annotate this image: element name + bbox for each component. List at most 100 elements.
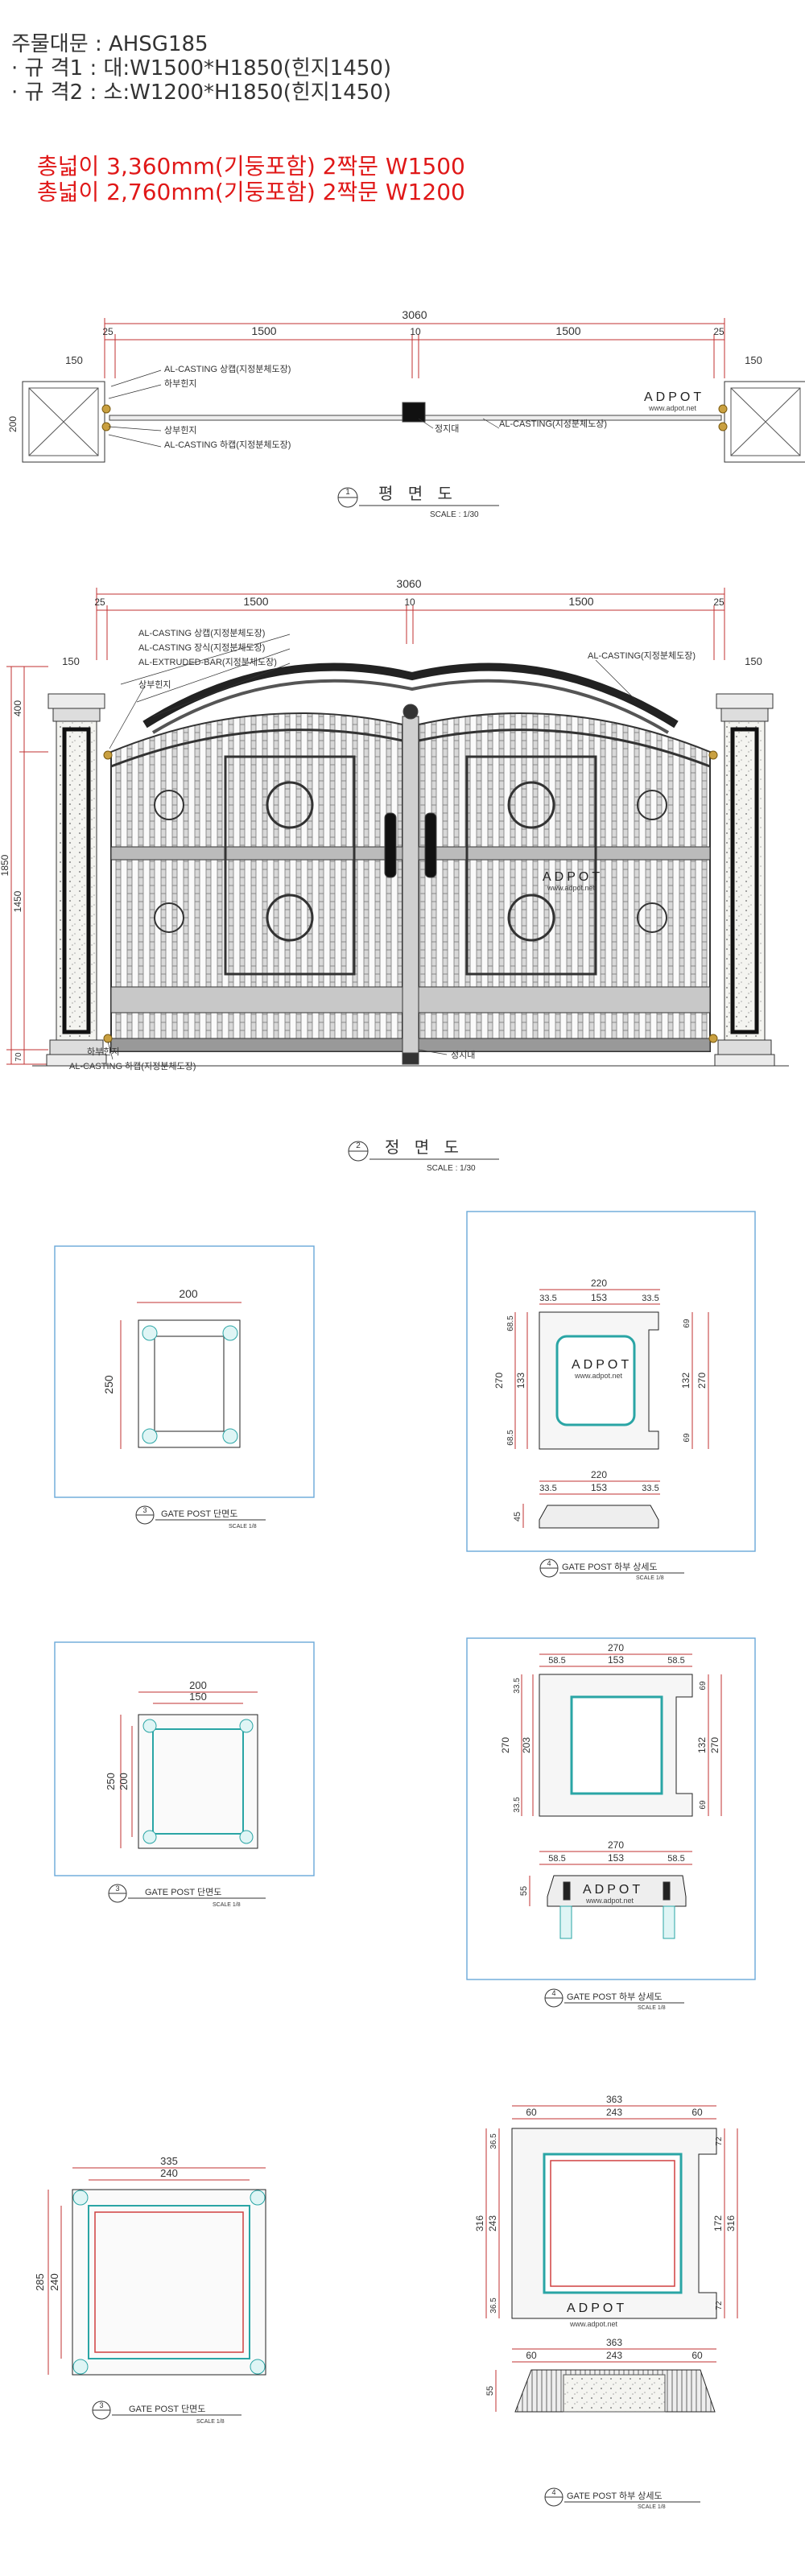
detail4-watermark-url: www.adpot.net (585, 1897, 634, 1905)
detail2-scale: SCALE 1/8 (636, 1575, 664, 1581)
detail6-watermark: ADPOT (567, 2301, 627, 2315)
detail5-width-outer: 335 (160, 2155, 178, 2167)
detail2-height-a: 68.5 (506, 1315, 515, 1331)
detail2-bottom-height: 45 (513, 1512, 522, 1521)
detail1-number: 3 (142, 1506, 147, 1514)
plan-label-casting-bottom: AL-CASTING 하캡(지정분체도장) (164, 439, 291, 450)
front-title: 정 면 도 (385, 1137, 464, 1157)
spec-line-1: · 규 격1 : 대:W1500*H1850(힌지1450) (11, 56, 392, 80)
detail6-number: 4 (551, 2488, 555, 2496)
detail3-scale: SCALE 1/8 (213, 1902, 241, 1908)
plan-post-right: 150 (745, 354, 762, 366)
front-label-2: AL-CASTING 장식(지정분체도장) (138, 642, 265, 653)
detail4-height-total: 270 (500, 1737, 511, 1753)
total-width-1500: 총넓이 3,360mm(기둥포함) 2짝문 W1500 (37, 153, 465, 180)
detail4-bottom-height: 55 (519, 1886, 529, 1896)
front-door-right: 1500 (568, 595, 593, 608)
front-left-gap: 25 (94, 597, 105, 608)
detail6-bottom-height: 55 (485, 2386, 495, 2396)
detail2-width-total: 220 (591, 1278, 607, 1289)
detail4-title: GATE POST 하부 상세도 (567, 1991, 663, 2002)
detail3-width-inner: 150 (189, 1690, 207, 1703)
detail6-bottom-b: 243 (606, 2350, 622, 2361)
detail2-number: 4 (547, 1559, 551, 1567)
plan-right-gap: 25 (713, 326, 724, 337)
detail6-right-c: 72 (715, 2301, 724, 2310)
detail2-right-a: 69 (683, 1319, 691, 1328)
front-height-main: 1450 (12, 890, 23, 912)
plan-label-lower-hinge: 하부힌지 (164, 378, 196, 389)
front-label-1: AL-CASTING 상캡(지정분체도장) (138, 628, 265, 638)
detail4-width-b: 153 (608, 1654, 624, 1666)
detail-post-section-1 (54, 1245, 315, 1525)
detail6-title: GATE POST 하부 상세도 (567, 2490, 663, 2501)
detail2-labels: 220 33.5 153 33.5 68.5 133 68.5 270 69 1… (493, 1278, 708, 1581)
detail-post-section-3 (47, 2167, 266, 2420)
product-title: 주물대문 : AHSG185 (11, 32, 208, 56)
front-center: 10 (404, 597, 415, 608)
plan-post-left: 150 (65, 354, 83, 366)
front-right-gap: 25 (713, 597, 724, 608)
detail5-title: GATE POST 단면도 (129, 2404, 205, 2414)
detail6-right-a: 72 (715, 2136, 724, 2146)
front-label-4: 상부힌지 (138, 679, 171, 690)
front-label-bottom: AL-CASTING 하캡(지정분체도장) (69, 1060, 196, 1071)
detail6-bottom-c: 60 (691, 2350, 703, 2361)
detail6-height-c: 36.5 (489, 2297, 498, 2314)
detail6-bottom-total: 363 (606, 2337, 622, 2348)
detail2-watermark-url: www.adpot.net (574, 1372, 623, 1380)
detail6-bottom-a: 60 (526, 2350, 537, 2361)
detail1-scale: SCALE 1/8 (229, 1524, 257, 1530)
detail3-title: GATE POST 단면도 (145, 1887, 221, 1897)
detail6-height-a: 36.5 (489, 2133, 498, 2149)
front-label-right: AL-CASTING(지정분체도장) (588, 650, 696, 661)
plan-title-number: 1 (345, 488, 350, 497)
detail2-height-total: 270 (493, 1373, 505, 1389)
plan-left-gap: 25 (102, 326, 114, 337)
plan-scale: SCALE : 1/30 (430, 510, 479, 519)
front-height-top: 400 (12, 700, 23, 716)
detail5-height-inner: 240 (48, 2273, 60, 2291)
detail4-bottom-b: 153 (608, 1852, 624, 1864)
detail6-width-a: 60 (526, 2107, 537, 2118)
detail2-title: GATE POST 하부 상세도 (562, 1561, 658, 1572)
front-door-left: 1500 (243, 595, 268, 608)
detail4-right-b: 132 (696, 1737, 708, 1753)
detail6-width-total: 363 (606, 2094, 622, 2105)
plan-labels: 3060 25 1500 10 1500 25 150 150 200 AL-C… (7, 308, 762, 519)
plan-label-upper-hinge: 상부힌지 (164, 425, 196, 436)
detail4-number: 4 (551, 1989, 555, 1997)
detail1-width: 200 (179, 1287, 198, 1300)
detail4-bottom-a: 58.5 (548, 1854, 565, 1864)
detail6-labels: 363 60 243 60 36.5 243 36.5 316 72 172 7… (474, 2094, 737, 2510)
detail6-watermark-url: www.adpot.net (569, 2320, 618, 2328)
detail5-width-inner: 240 (160, 2167, 178, 2179)
detail4-labels: 270 58.5 153 58.5 33.5 203 33.5 270 69 1… (500, 1642, 720, 2011)
front-total-dim: 3060 (396, 577, 421, 590)
detail2-width-c: 33.5 (642, 1294, 658, 1303)
detail3-labels: 200 150 250 200 3 GATE POST 단면도 SCALE 1/… (105, 1679, 241, 1908)
plan-label-stopper: 정지대 (435, 423, 459, 434)
detail3-number: 3 (115, 1885, 119, 1893)
detail4-bottom-total: 270 (608, 1839, 624, 1851)
detail6-width-b: 243 (606, 2107, 622, 2118)
front-height-total: 1850 (0, 854, 10, 876)
front-label-stopper: 정지대 (451, 1050, 475, 1060)
detail2-bottom-a: 33.5 (539, 1484, 556, 1493)
detail3-width-outer: 200 (189, 1679, 207, 1691)
detail5-scale: SCALE 1/8 (196, 2419, 225, 2425)
detail4-watermark: ADPOT (583, 1883, 643, 1897)
plan-view (22, 318, 805, 508)
plan-door-left: 1500 (251, 324, 276, 337)
front-label-3: AL-EXTRUDED-BAR(지정분체도장) (138, 657, 277, 667)
detail2-bottom-total: 220 (591, 1469, 607, 1480)
detail2-height-b: 133 (515, 1373, 526, 1389)
detail4-width-total: 270 (608, 1642, 624, 1653)
detail2-height-c: 68.5 (506, 1430, 515, 1446)
front-height-bottom: 70 (14, 1052, 23, 1062)
detail1-labels: 200 250 3 GATE POST 단면도 SCALE 1/8 (102, 1287, 257, 1530)
detail4-height-b: 203 (521, 1737, 532, 1753)
plan-watermark-url: www.adpot.net (648, 404, 697, 412)
front-watermark-url: www.adpot.net (547, 884, 596, 892)
detail-post-lower-3 (485, 2105, 738, 2507)
